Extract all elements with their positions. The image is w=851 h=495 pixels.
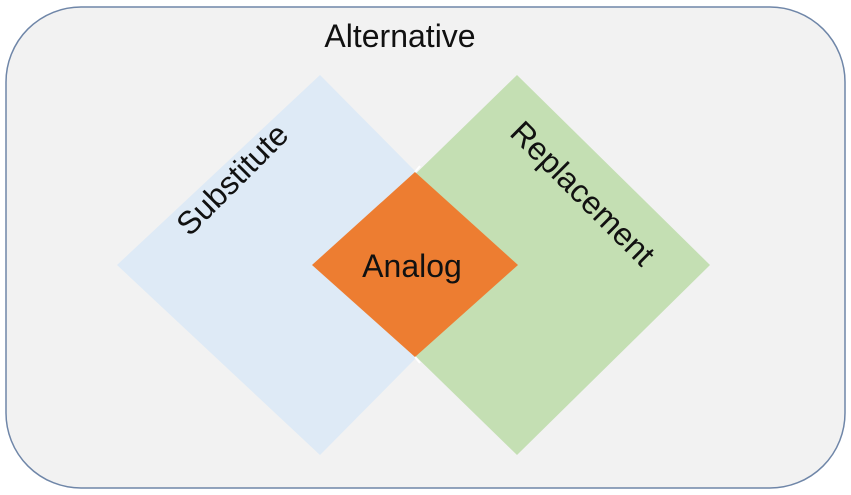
overlap-separator-bottom	[414, 356, 421, 364]
overlap-separator-top	[414, 165, 421, 173]
diagram-title: Alternative	[324, 18, 475, 54]
analog-diamond	[312, 172, 518, 357]
analog-label: Analog	[362, 248, 462, 284]
